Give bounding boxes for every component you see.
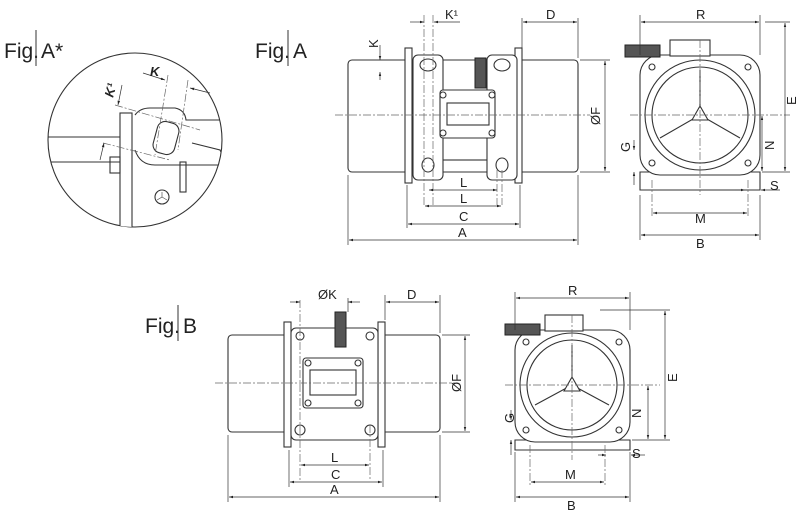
front-view-a: [335, 15, 590, 205]
dimension-e: E: [784, 96, 799, 105]
front-view-b: [215, 300, 455, 480]
figure-prefix: Fig.: [4, 40, 39, 63]
figure-prefix: Fig.: [255, 40, 290, 63]
figure-a: Fig. A: [255, 7, 799, 251]
dimension-c: C: [459, 209, 468, 224]
dimension-l: L: [331, 450, 338, 465]
side-view-a: [624, 39, 790, 218]
dimension-s: S: [770, 178, 779, 193]
dimension-f: ØF: [588, 107, 603, 125]
dimension-n: N: [629, 409, 644, 418]
dimension-l1: L: [460, 175, 467, 190]
dimension-r: R: [696, 7, 705, 22]
dimension-d: D: [546, 7, 555, 22]
dimension-g: G: [618, 142, 633, 152]
dimension-m: M: [565, 467, 576, 482]
dimension-s: S: [632, 446, 641, 461]
figure-name: B: [183, 315, 197, 338]
dimension-k: K: [366, 39, 381, 48]
dimension-r: R: [568, 283, 577, 298]
figure-a-star-detail: Fig. A* K K¹: [4, 30, 223, 228]
figure-name: A: [293, 40, 307, 63]
dimension-k1: K¹: [101, 81, 119, 99]
dimension-f: ØF: [449, 374, 464, 392]
dimension-g: G: [502, 413, 517, 423]
dimension-a: A: [330, 482, 339, 497]
dimension-b: B: [696, 236, 705, 251]
side-view-b: [504, 314, 660, 487]
dimension-b: B: [567, 498, 576, 512]
dimension-n: N: [762, 141, 777, 150]
figure-prefix: Fig.: [145, 315, 180, 338]
dimension-l2: L: [460, 191, 467, 206]
dimension-e: E: [665, 373, 680, 382]
dimension-k: K: [150, 64, 161, 79]
figure-b: Fig. B A C L: [145, 283, 680, 512]
dimension-k1: K¹: [445, 7, 459, 22]
dimension-m: M: [695, 211, 706, 226]
dimension-c: C: [331, 467, 340, 482]
detail-circle: [47, 52, 223, 228]
dimension-d: D: [407, 287, 416, 302]
dimension-a: A: [458, 225, 467, 240]
figure-name: A*: [41, 40, 63, 63]
dimension-k: ØK: [318, 287, 337, 302]
